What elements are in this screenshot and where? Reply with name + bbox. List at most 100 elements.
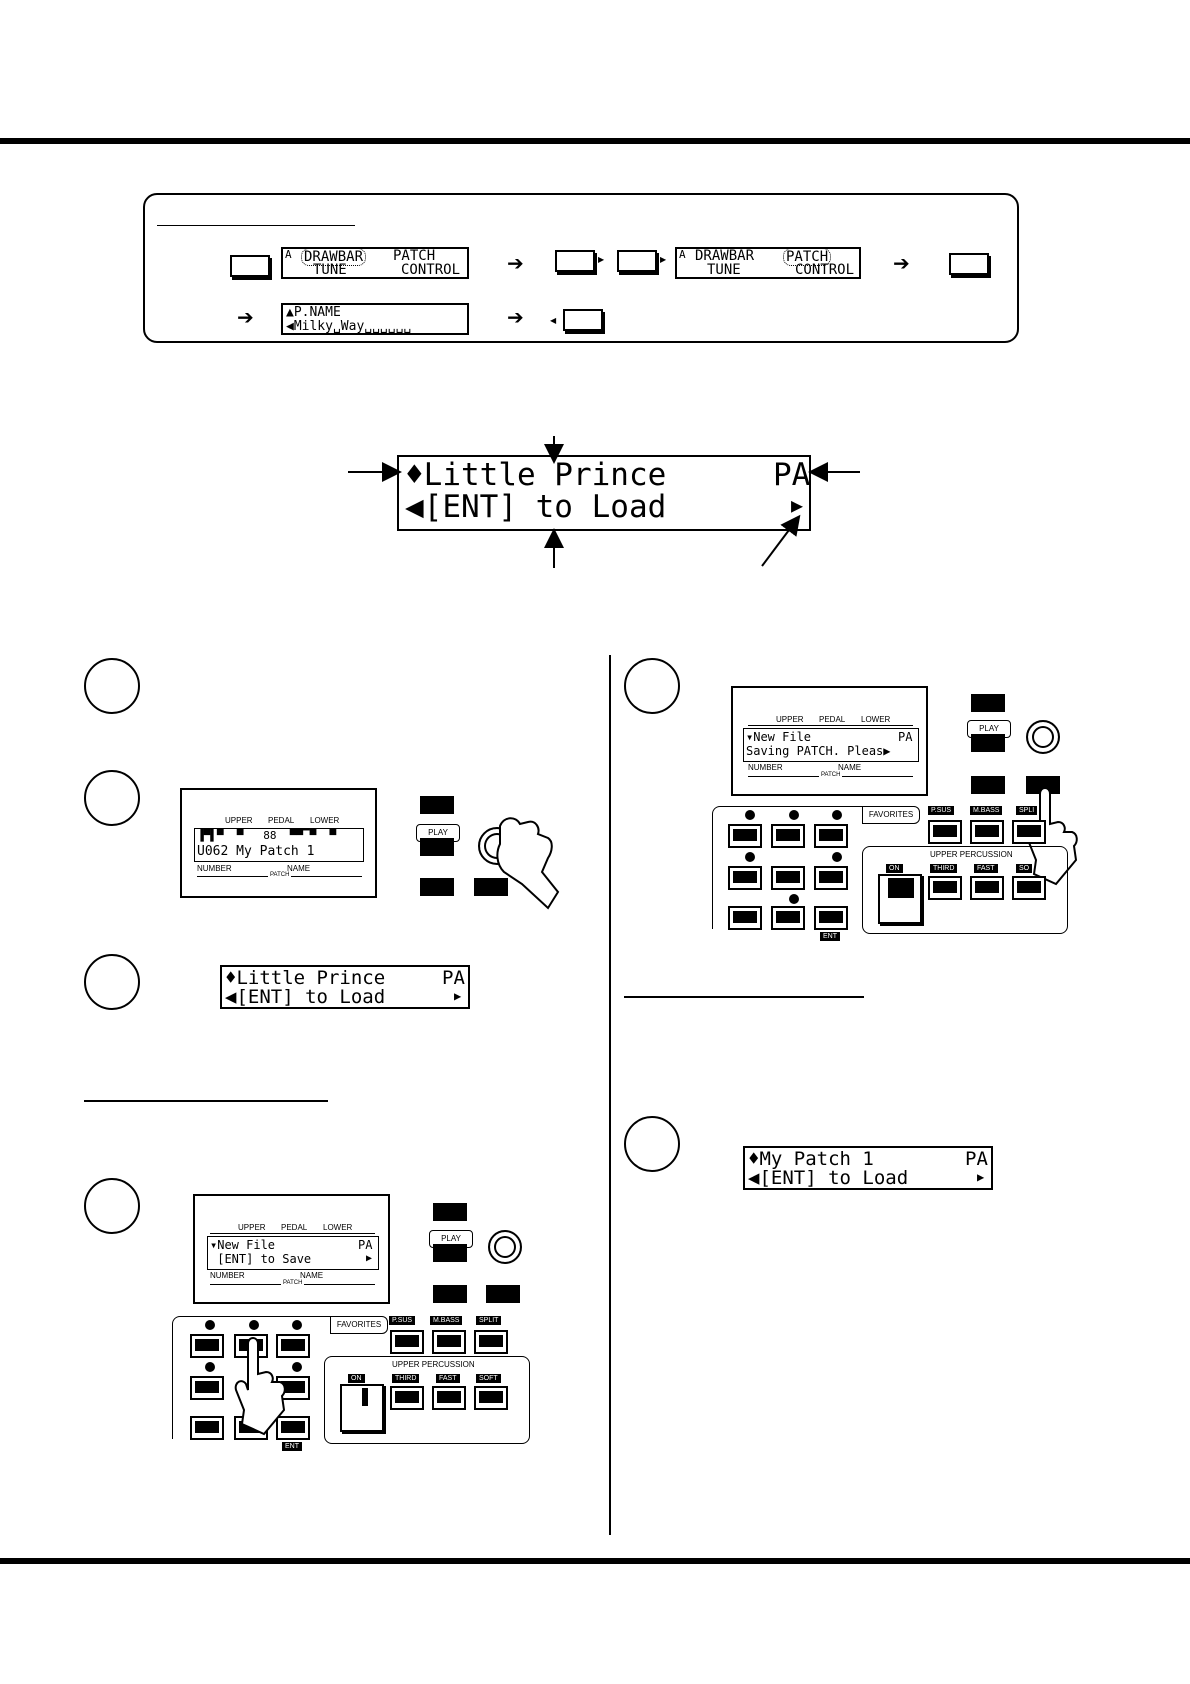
arrow-right-1: ➔ [507,253,524,275]
label-number: NUMBER [210,1271,245,1280]
label-number: NUMBER [197,864,232,873]
split-button[interactable] [474,1330,508,1354]
header-rule [0,138,1190,144]
split-button[interactable] [1012,820,1046,844]
arrow-right-3: ➔ [237,307,254,329]
step2-top-button[interactable] [420,796,454,814]
split-label: SPLIT [476,1316,502,1325]
psus-label: P.SUS [928,806,955,815]
left-button[interactable] [190,1376,224,1400]
label-patch: PATCH [281,1280,305,1286]
label-name: NAME [838,763,862,772]
enter-button[interactable] [949,253,989,275]
lcd-type: PA [358,1238,373,1252]
footer-rule [0,1558,1190,1564]
lcd-line-1: ▐▀▌▀ ▀ 88 ▀▀▔▀ ▀ [197,829,337,842]
step4-bottom-button-1[interactable] [433,1285,467,1303]
lcd-item-patch: PATCH [393,248,436,264]
exit-button[interactable] [563,309,603,331]
psus-button[interactable] [390,1330,424,1354]
mbass-button[interactable] [432,1330,466,1354]
mbass-button[interactable] [970,820,1004,844]
enter-button[interactable] [814,906,848,930]
percussion-on-switch[interactable] [878,874,922,924]
down-button[interactable] [771,906,805,930]
fast-button[interactable] [970,876,1004,900]
upper-percussion-label: UPPER PERCUSSION [392,1360,475,1369]
psus-button[interactable] [928,820,962,844]
lcd-line-1: ♦My Patch 1 [748,1148,874,1170]
third-button[interactable] [928,876,962,900]
small-arrow-1: ▶ [598,255,605,264]
menu-button[interactable] [230,255,270,277]
left-section-rule [84,1100,328,1102]
step5-bottom-button-1[interactable] [971,776,1005,794]
soft-button[interactable] [474,1386,508,1410]
cursor-button-1[interactable] [555,250,595,272]
step2-bottom-button-1[interactable] [420,878,454,896]
keypad-button-7[interactable] [190,1416,224,1440]
step2-bottom-button-2[interactable] [474,878,508,896]
label-lower: LOWER [310,816,340,825]
value-dial[interactable] [488,1230,522,1264]
label-number: NUMBER [748,763,783,772]
mbass-label: M.BASS [430,1316,463,1325]
right-button[interactable] [814,866,848,890]
value-dial[interactable] [1026,720,1060,754]
step-circle-1 [84,658,140,714]
fast-button[interactable] [432,1386,466,1410]
fast-label: FAST [436,1374,460,1383]
step4-lcd: ▾New File PA [ENT] to Save ▶ [207,1236,379,1270]
upper-percussion-label: UPPER PERCUSSION [930,850,1013,859]
label-patch: PATCH [819,772,843,778]
label-upper: UPPER [225,816,253,825]
step5-lcd: ▾New File PA Saving PATCH. Pleas▶ [743,728,919,762]
minus-button[interactable] [190,1334,224,1358]
play-button[interactable] [420,838,454,856]
fast-label: FAST [974,864,998,873]
step2-display-panel: UPPER PEDAL LOWER ▐▀▌▀ ▀ 88 ▀▀▔▀ ▀ U062 … [180,788,377,898]
column-divider [609,655,611,1535]
down-icon [789,894,799,904]
play-button[interactable] [433,1244,467,1262]
label-patch: PATCH [268,872,292,878]
keypad-button-7[interactable] [728,906,762,930]
soft-button[interactable] [1012,876,1046,900]
center-button[interactable] [771,866,805,890]
step5-top-button[interactable] [971,694,1005,712]
lcd-line-2: ◀Milky␣Way␣␣␣␣␣␣ [286,319,412,334]
percussion-on-switch[interactable] [340,1384,384,1432]
step-circle-4 [84,1178,140,1234]
left-button[interactable] [728,866,762,890]
up-button[interactable] [771,824,805,848]
up-icon [249,1320,259,1330]
step5-keypad-frame [712,806,883,929]
play-button[interactable] [971,734,1005,752]
step6-lcd: ♦My Patch 1 PA ◀[ENT] to Load ▶ [743,1146,993,1190]
cursor-button-2[interactable] [617,250,657,272]
step-circle-2 [84,770,140,826]
label-pedal: PEDAL [819,715,846,724]
arrow-right-2: ➔ [893,253,910,275]
lcd-item-drawbar: DRAWBAR [301,248,367,266]
plus-button[interactable] [814,824,848,848]
divider [210,1233,375,1234]
up-icon [789,810,799,820]
plus-button[interactable] [276,1334,310,1358]
third-button[interactable] [390,1386,424,1410]
minus-button[interactable] [728,824,762,848]
ent-label: ENT [820,932,840,941]
main-lcd-line-1: ♦Little Prince [405,457,667,493]
step4-top-button[interactable] [433,1203,467,1221]
step4-bottom-button-2[interactable] [486,1285,520,1303]
on-label: ON [348,1374,365,1383]
step3-lcd: ♦Little Prince PA ◀[ENT] to Load ▶ [220,965,470,1009]
lcd-mark: A [679,248,686,261]
label-upper: UPPER [776,715,804,724]
minus-icon [205,1320,215,1330]
small-arrow-2: ▶ [660,255,667,264]
small-arrow-left: ◀ [550,316,557,325]
lcd-item-tune: TUNE [707,262,741,278]
enter-button[interactable] [276,1416,310,1440]
main-lcd-line-2: ◀[ENT] to Load [405,489,667,525]
